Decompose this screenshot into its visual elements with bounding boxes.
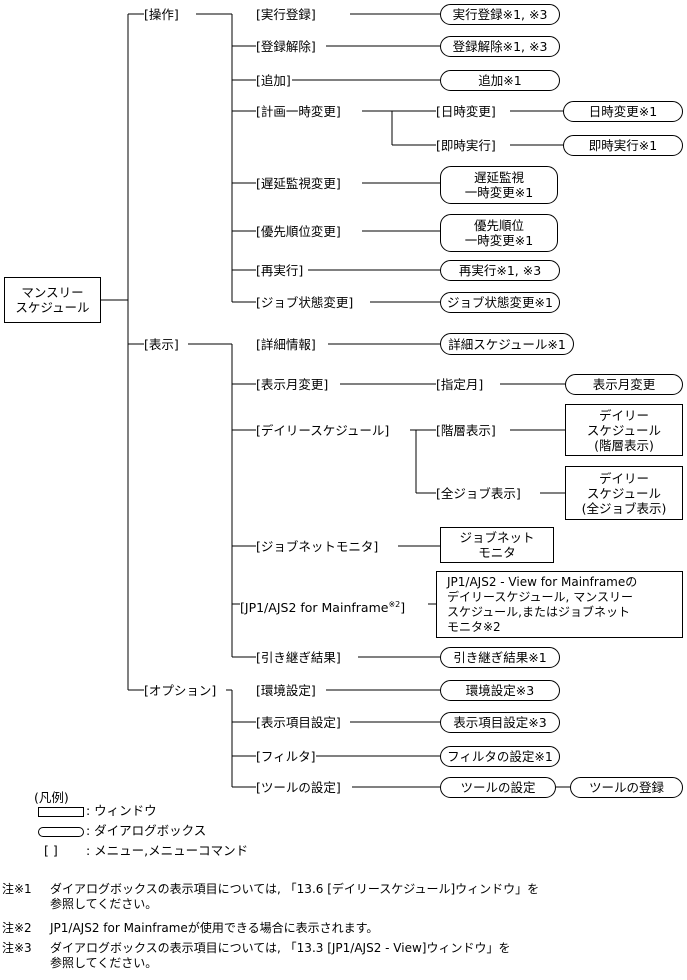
dialog-priority[interactable]: 優先順位 一時変更※1 — [440, 214, 558, 252]
menu-item-unregister[interactable]: [登録解除] — [256, 39, 316, 54]
mainframe-label: [JP1/AJS2 for Mainframe — [240, 600, 389, 616]
menu-item-handover-result[interactable]: [引き継ぎ結果] — [256, 650, 341, 665]
menu-item-all-jobs-view[interactable]: [全ジョブ表示] — [436, 486, 521, 501]
dialog-tool-register[interactable]: ツールの登録 — [570, 777, 683, 798]
dialog-rerun[interactable]: 再実行※1, ※3 — [440, 260, 560, 281]
dialog-datetime-change[interactable]: 日時変更※1 — [563, 101, 683, 122]
menu-operation[interactable]: [操作] — [144, 7, 179, 22]
dialog-unregister[interactable]: 登録解除※1, ※3 — [440, 36, 560, 57]
menu-item-display-items[interactable]: [表示項目設定] — [256, 715, 341, 730]
window-jobnet-monitor[interactable]: ジョブネット モニタ — [440, 527, 554, 563]
mainframe-note-mark: ※2 — [388, 600, 401, 609]
dialog-immediate-run[interactable]: 即時実行※1 — [563, 135, 683, 156]
window-daily-schedule-all-jobs[interactable]: デイリー スケジュール (全ジョブ表示) — [565, 466, 683, 520]
note-1-label: 注※1 — [2, 882, 32, 896]
legend-menu-symbol: [ ] — [44, 843, 58, 858]
note-2-text: JP1/AJS2 for Mainframeが使用できる場合に表示されます。 — [50, 921, 379, 935]
dialog-register[interactable]: 実行登録※1, ※3 — [440, 4, 560, 25]
legend-window-label: : ウィンドウ — [86, 803, 157, 818]
legend-dialog-label: : ダイアログボックス — [86, 823, 207, 838]
menu-item-mainframe[interactable]: [JP1/AJS2 for Mainframe※2] — [240, 597, 405, 615]
menu-options[interactable]: [オプション] — [144, 683, 217, 698]
legend-menu-label: : メニュー,メニューコマンド — [86, 843, 249, 858]
menu-item-filter[interactable]: [フィルタ] — [256, 749, 316, 764]
dialog-tool-settings[interactable]: ツールの設定 — [440, 777, 556, 798]
legend-window-symbol — [38, 807, 84, 817]
note-1-text: ダイアログボックスの表示項目については, 「13.6 [デイリースケジュール]ウ… — [50, 882, 540, 911]
menu-item-tool-settings[interactable]: [ツールの設定] — [256, 780, 341, 795]
note-2-label: 注※2 — [2, 921, 32, 935]
dialog-month-change[interactable]: 表示月変更 — [565, 374, 683, 395]
dialog-handover-result[interactable]: 引き継ぎ結果※1 — [440, 647, 560, 668]
legend-title: (凡例) — [34, 790, 69, 805]
window-mainframe-view[interactable]: JP1/AJS2 - View for Mainframeの デイリースケジュー… — [436, 571, 683, 638]
mainframe-bracket: ] — [400, 600, 406, 616]
menu-item-specified-month[interactable]: [指定月] — [436, 377, 484, 392]
menu-item-hierarchy-view[interactable]: [階層表示] — [436, 423, 496, 438]
dialog-environment[interactable]: 環境設定※3 — [440, 680, 560, 701]
menu-item-register[interactable]: [実行登録] — [256, 7, 316, 22]
dialog-detail-schedule[interactable]: 詳細スケジュール※1 — [440, 333, 574, 355]
menu-item-add[interactable]: [追加] — [256, 73, 291, 88]
dialog-job-status-change[interactable]: ジョブ状態変更※1 — [440, 292, 560, 313]
menu-view[interactable]: [表示] — [144, 337, 179, 352]
menu-item-jobnet-monitor[interactable]: [ジョブネットモニタ] — [256, 539, 379, 554]
dialog-delay-monitor[interactable]: 遅延監視 一時変更※1 — [440, 166, 558, 204]
menu-item-daily-schedule[interactable]: [デイリースケジュール] — [256, 423, 390, 438]
dialog-filter[interactable]: フィルタの設定※1 — [440, 746, 560, 767]
menu-item-job-status-change[interactable]: [ジョブ状態変更] — [256, 295, 354, 310]
menu-item-delay-monitor-change[interactable]: [遅延監視変更] — [256, 176, 341, 191]
menu-item-environment[interactable]: [環境設定] — [256, 683, 316, 698]
menu-item-detail-info[interactable]: [詳細情報] — [256, 337, 316, 352]
menu-item-month-change[interactable]: [表示月変更] — [256, 377, 329, 392]
menu-item-plan-temp-change[interactable]: [計画一時変更] — [256, 104, 341, 119]
window-daily-schedule-hierarchy[interactable]: デイリー スケジュール (階層表示) — [565, 404, 683, 456]
root-window-monthly-schedule[interactable]: マンスリー スケジュール — [4, 277, 101, 323]
menu-item-immediate-run[interactable]: [即時実行] — [436, 138, 496, 153]
dialog-add[interactable]: 追加※1 — [440, 70, 560, 91]
note-3-label: 注※3 — [2, 941, 32, 955]
note-3-text: ダイアログボックスの表示項目については, 「13.3 [JP1/AJS2 - V… — [50, 941, 511, 970]
menu-item-rerun[interactable]: [再実行] — [256, 263, 304, 278]
menu-item-datetime-change[interactable]: [日時変更] — [436, 104, 496, 119]
menu-item-priority-change[interactable]: [優先順位変更] — [256, 224, 341, 239]
dialog-display-items[interactable]: 表示項目設定※3 — [440, 712, 560, 733]
legend-dialog-symbol — [38, 827, 84, 837]
